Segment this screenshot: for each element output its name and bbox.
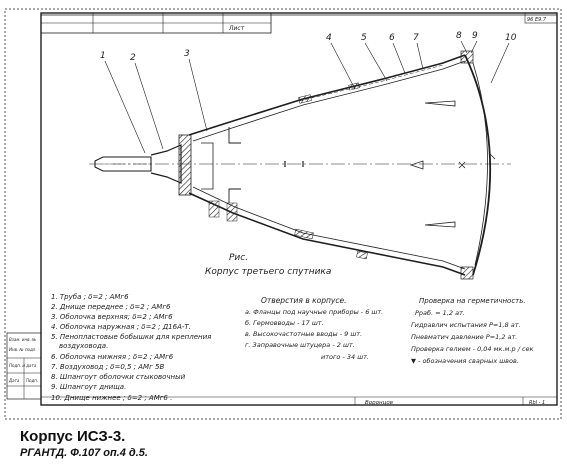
part-number-4: 4: [326, 33, 332, 43]
upper-outer-shell: [188, 54, 466, 136]
parts-list: 1. Труба ; δ=2 ; АМг6 2. Днище переднее …: [51, 293, 211, 402]
side-stamp-cell-0: Взам. инв. №: [9, 337, 36, 342]
caption-source: РГАНТД. Ф.107 оп.4 д.5.: [20, 447, 148, 459]
figure-caption-line2: Корпус третьего спутника: [205, 267, 331, 277]
bottom-stamp: Воронцов Rbl - 1: [41, 396, 557, 406]
side-stamp-cell-2: Подп. и дата: [9, 363, 37, 368]
parts-list-line-6: 6. Оболочка нижняя ; δ=2 ; АМг6: [51, 353, 174, 361]
hull-drawing: [89, 50, 511, 280]
part-number-7: 7: [413, 33, 419, 43]
caption-title: Корпус ИСЗ-3.: [20, 428, 126, 445]
figure-caption-line1: Рис.: [229, 253, 248, 263]
openings-item-1: б. Гермовводы - 17 шт.: [245, 319, 324, 327]
parts-list-line-9: 9. Шпангоут днища.: [51, 383, 126, 391]
openings-heading: Отверстия в корпусе.: [261, 296, 346, 305]
part-number-2: 2: [130, 53, 136, 63]
sheet-code: 96 Е9.7: [527, 17, 547, 23]
tightness-item-4: ▼ - обозначения сварных швов.: [411, 357, 519, 365]
parts-list-line-8: 8. Шпангоут оболочки стыковочный: [51, 373, 186, 381]
sheet-code-box: 96 Е9.7: [524, 12, 558, 24]
bottom-signature: Воронцов: [365, 400, 393, 406]
nose-tube: [94, 156, 152, 172]
tightness-item-0: Рраб. = 1,2 ат.: [415, 309, 465, 317]
tightness-notes: Проверка на герметичность. Рраб. = 1,2 а…: [411, 297, 534, 365]
parts-list-line-2: 3. Оболочка верхняя; δ=2 ; АМг6: [51, 313, 173, 321]
part-number-5: 5: [361, 33, 367, 43]
parts-list-line-0: 1. Труба ; δ=2 ; АМг6: [51, 293, 129, 301]
side-stamp-cell-3: Дата: [8, 378, 20, 383]
bottom-stamp-code: Rbl - 1: [529, 400, 545, 406]
part-number-3: 3: [184, 49, 190, 59]
part-number-8: 8: [456, 31, 462, 41]
part-number-6: 6: [389, 33, 395, 43]
document-caption: Корпус ИСЗ-3. РГАНТД. Ф.107 оп.4 д.5.: [20, 428, 148, 460]
parts-list-line-3: 4. Оболочка наружная ; δ=2 ; Д16А-Т.: [51, 323, 191, 331]
parts-list-line-10: 10. Днище нижнее ; δ=2 ; АМг6 .: [51, 394, 172, 402]
part-callouts: 1 2 3 4 5 6 7 8 9 10: [100, 31, 517, 154]
front-flange: [178, 134, 192, 196]
parts-list-line-4: 5. Пенопластовые бобышки для крепления: [51, 333, 211, 341]
openings-item-0: а. Фланцы под научные приборы - 6 шт.: [245, 308, 383, 316]
drawing-sheet: Лист 96 Е9.7 Взам. инв. № Инв. № подл. П…: [3, 3, 564, 423]
tightness-item-2: Пневматич давление Р=1,2 ат.: [411, 333, 517, 341]
parts-list-line-1: 2. Днище переднее ; δ=2 ; АМг6: [51, 303, 171, 311]
rear-frame-top: [460, 50, 474, 64]
upper-inner-shell: [192, 60, 466, 142]
part-number-9: 9: [472, 31, 478, 41]
tightness-heading: Проверка на герметичность.: [419, 297, 526, 305]
tightness-item-1: Гидравлич испытания Р=1,8 ат.: [411, 321, 521, 329]
engineering-drawing: Лист 96 Е9.7 Взам. инв. № Инв. № подл. П…: [4, 8, 562, 420]
side-stamp: Взам. инв. № Инв. № подл. Подп. и дата Д…: [6, 332, 42, 400]
rear-bottom-dome: [464, 54, 492, 276]
openings-item-2: в. Высокочастотные вводы - 9 шт.: [245, 330, 362, 338]
part-number-10: 10: [505, 33, 517, 43]
lower-outer-shell: [188, 192, 466, 276]
paper-edge: [4, 8, 562, 420]
side-stamp-cell-1: Инв. № подл.: [9, 347, 37, 352]
side-stamp-cell-4: Подп.: [26, 378, 38, 383]
openings-list: Отверстия в корпусе. а. Фланцы под научн…: [245, 296, 383, 361]
rear-frame-bottom: [460, 266, 474, 280]
openings-total: итого - 34 шт.: [321, 353, 369, 361]
title-block-word: Лист: [228, 25, 245, 32]
drawing-frame: [40, 12, 558, 406]
parts-list-line-7: 7. Воздуховод ; δ=0,5 ; АМг 5В: [51, 363, 164, 371]
openings-item-3: г. Заправочные штуцера - 2 шт.: [245, 341, 355, 349]
top-title-strip: Лист: [40, 12, 272, 34]
part-number-1: 1: [100, 51, 106, 61]
parts-list-line-5: воздуховода.: [59, 342, 108, 350]
tightness-item-3: Проверка гелием - 0,04 мк.м.р / сек: [411, 345, 534, 353]
